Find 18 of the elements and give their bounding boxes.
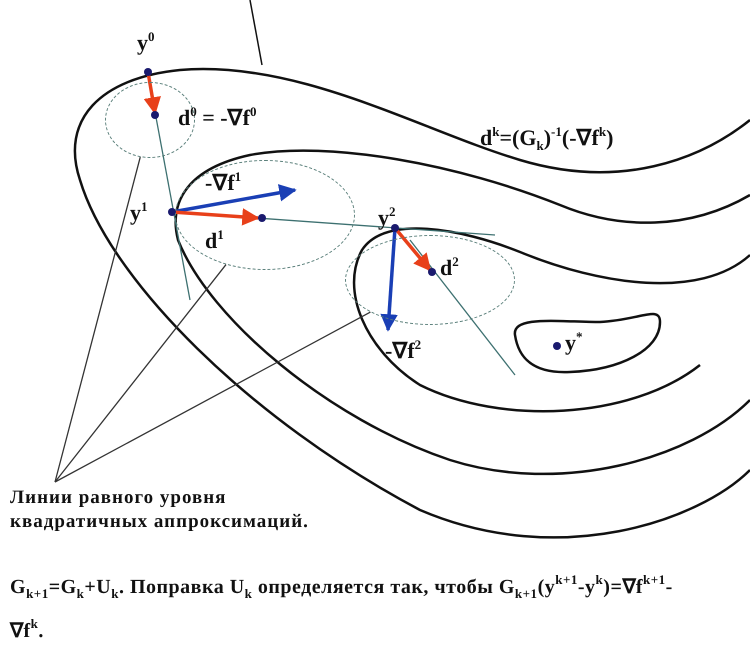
formula-note: G$_{k+1}$=G$_{k}$+U$_{k}$. Поправка U$_{k}$ определяется так, чтобы G$_{k+1}$(y$^{k+1}$-y$^{k}$)=∇f$^{k+1}$-∇f$^{k}$.: [10, 571, 674, 644]
math-label: d$^{1}$: [205, 228, 224, 252]
math-label: -∇f$^{2}$: [385, 338, 422, 362]
math-label: y$^{1}$: [130, 200, 148, 224]
math-label: d$^{k}$=(G$_{k}$)$^{-1}$(-∇f$^{k}$): [480, 125, 614, 152]
caption-text: Линии равного уровня квадратичных аппроксимаций.: [10, 486, 310, 534]
dashed-ellipse: [175, 160, 355, 270]
math-label: d$^{0}$ = -∇f$^{0}$: [178, 105, 256, 129]
leader-line: [54, 312, 371, 483]
math-label: y$^{*}$: [565, 330, 582, 354]
math-label: d$^{2}$: [440, 255, 459, 279]
dashed-ellipse: [345, 235, 515, 325]
math-label: y$^{2}$: [378, 205, 396, 229]
dashed-ellipse: [105, 82, 195, 158]
math-label: y$^{0}$: [137, 30, 154, 54]
leader-line: [54, 156, 141, 482]
math-label: -∇f$^{1}$: [205, 170, 242, 194]
leader-line: [54, 264, 227, 482]
